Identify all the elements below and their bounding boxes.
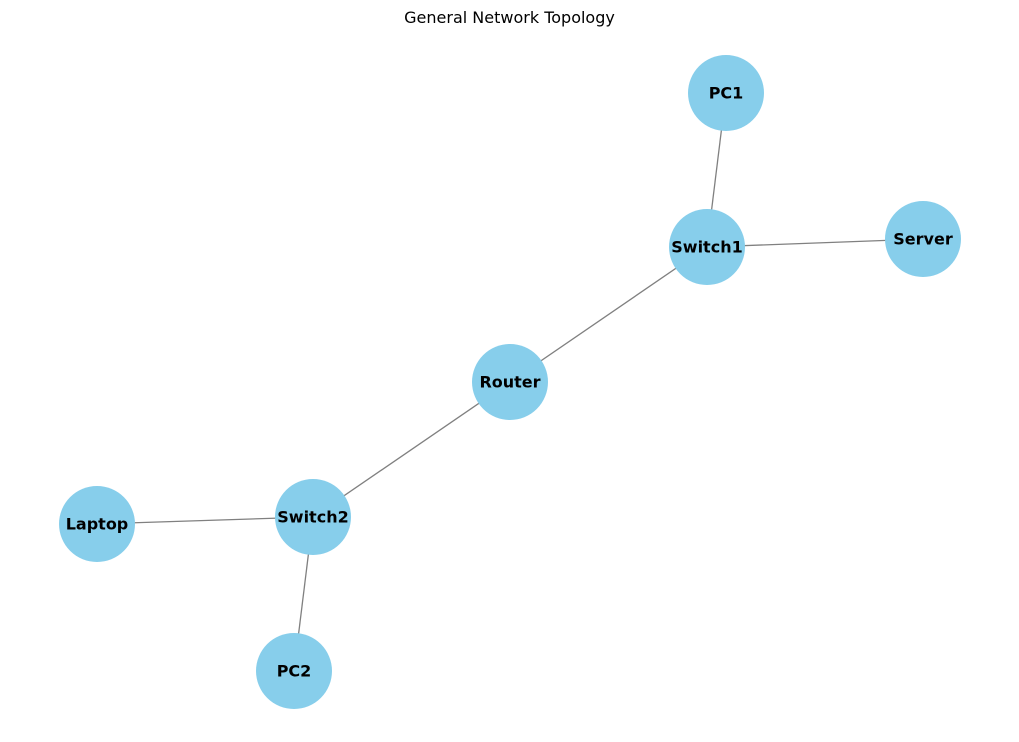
node-label: Router	[479, 373, 540, 392]
node-circle	[256, 633, 332, 709]
node-circle	[59, 486, 135, 562]
diagram-title: General Network Topology	[404, 8, 615, 27]
node-label: Server	[893, 230, 953, 249]
node-switch2: Switch2	[275, 479, 351, 555]
node-router: Router	[472, 344, 548, 420]
node-server: Server	[885, 201, 961, 277]
edge-router-switch2	[312, 381, 511, 518]
node-circle	[885, 201, 961, 277]
node-label: PC1	[709, 84, 744, 103]
node-switch1: Switch1	[669, 209, 745, 285]
edge-switch1-router	[509, 246, 708, 383]
node-circle	[275, 479, 351, 555]
node-laptop: Laptop	[59, 486, 135, 562]
node-label: Switch2	[277, 508, 348, 527]
node-circle	[472, 344, 548, 420]
node-pc1: PC1	[688, 55, 764, 131]
node-label: Switch1	[671, 238, 742, 257]
node-circle	[688, 55, 764, 131]
node-label: Laptop	[66, 515, 129, 534]
node-pc2: PC2	[256, 633, 332, 709]
node-label: PC2	[277, 662, 312, 681]
node-circle	[669, 209, 745, 285]
